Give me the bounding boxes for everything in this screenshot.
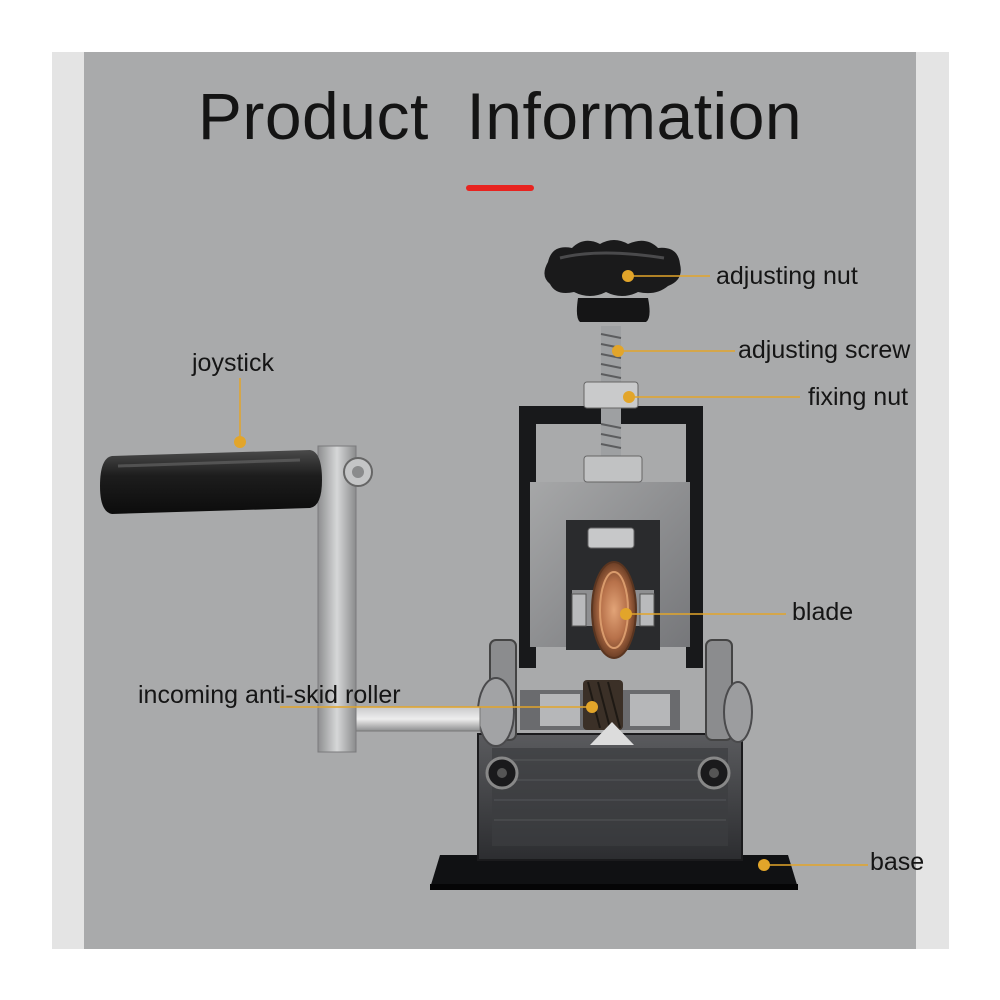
page-title: Product Information: [197, 79, 803, 153]
title-underline: [466, 185, 534, 191]
blade-assembly: [571, 527, 655, 659]
label-fixing-nut: fixing nut: [808, 383, 909, 411]
base-plate: [430, 855, 798, 890]
adjusting-screw-graphic: [583, 326, 643, 483]
lower-housing: [477, 733, 743, 861]
label-joystick: joystick: [192, 349, 274, 377]
roller-row: [520, 680, 680, 745]
callout-dots: [234, 270, 770, 871]
label-adjusting-screw: adjusting screw: [738, 336, 911, 364]
crank: [317, 445, 481, 753]
label-incoming-anti-skid-roller: incoming anti-skid roller: [138, 681, 401, 709]
handle: [100, 450, 322, 514]
label-blade: blade: [792, 598, 854, 626]
callouts: [239, 275, 868, 866]
label-adjusting-nut: adjusting nut: [716, 262, 858, 290]
side-rollers: [477, 639, 753, 747]
label-base: base: [870, 848, 925, 876]
knob: [544, 240, 681, 322]
